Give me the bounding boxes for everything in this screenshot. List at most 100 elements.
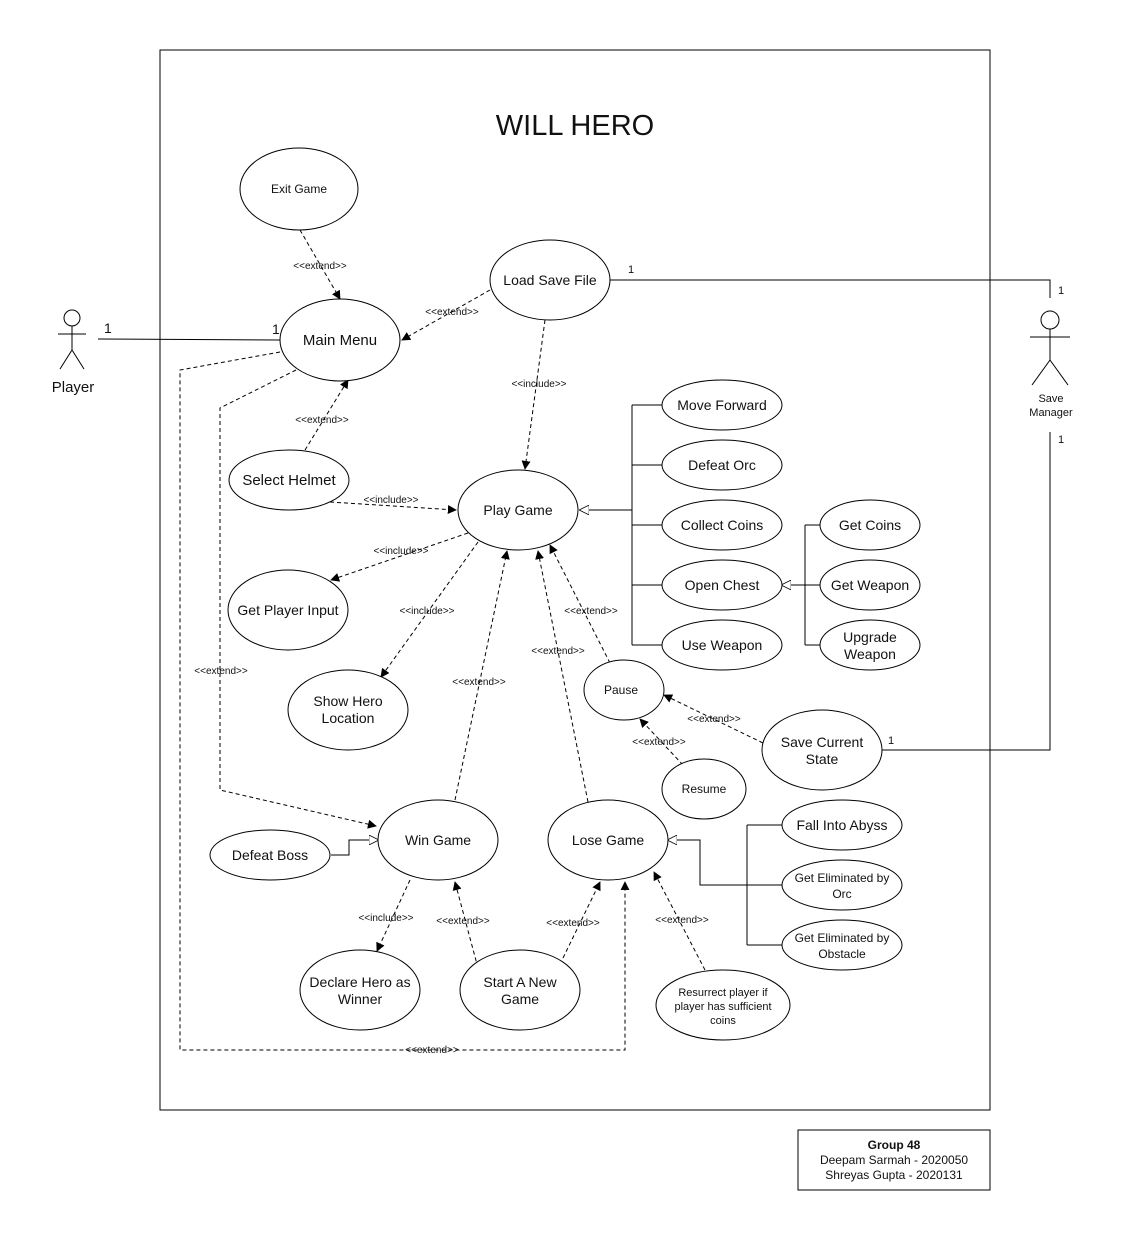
use-case-select-helmet[interactable]: Select Helmet — [228, 449, 350, 511]
label-include-declare: <<include>> — [358, 913, 413, 924]
lose-game-generalization — [668, 824, 782, 946]
use-case-fall-into-abyss[interactable]: Fall Into Abyss — [781, 799, 903, 851]
mult-load-save: 1 — [628, 264, 634, 276]
use-case-get-weapon[interactable]: Get Weapon — [819, 559, 921, 611]
svg-text:Winner: Winner — [338, 991, 383, 1007]
use-case-get-coins[interactable]: Get Coins — [819, 499, 921, 551]
use-case-move-forward[interactable]: Move Forward — [661, 379, 783, 431]
label-extend-resurrect: <<extend>> — [655, 915, 709, 926]
rel-resurrect-lose — [653, 871, 706, 971]
save-manager-actor[interactable]: Save Manager — [1029, 310, 1073, 419]
use-case-open-chest[interactable]: Open Chest — [661, 559, 783, 611]
use-case-eliminated-by-orc[interactable]: Get Eliminated by Orc — [781, 859, 903, 911]
label-extend-resume: <<extend>> — [632, 737, 686, 748]
use-case-resurrect-player[interactable]: Resurrect player if player has sufficien… — [655, 969, 791, 1041]
mult-save-manager-bottom: 1 — [1058, 434, 1064, 446]
label-extend-newgame-win: <<extend>> — [436, 916, 490, 927]
group-info-box: Group 48 Deepam Sarmah - 2020050 Shreyas… — [797, 1129, 991, 1191]
svg-text:player has sufficient: player has sufficient — [674, 1001, 771, 1013]
rel-load-play — [521, 319, 546, 470]
use-case-play-game[interactable]: Play Game — [457, 469, 579, 551]
use-case-save-current-state[interactable]: Save Current State — [761, 709, 883, 791]
label-extend-lose: <<extend>> — [531, 646, 585, 657]
svg-text:Defeat Orc: Defeat Orc — [688, 457, 756, 473]
svg-text:Get Weapon: Get Weapon — [831, 577, 909, 593]
use-case-load-save-file[interactable]: Load Save File — [489, 239, 611, 321]
mult-save-state: 1 — [888, 735, 894, 747]
svg-text:Play Game: Play Game — [483, 502, 552, 518]
system-boundary — [159, 49, 991, 1111]
svg-text:Collect Coins: Collect Coins — [681, 517, 763, 533]
play-game-generalization — [580, 404, 662, 646]
use-case-start-new-game[interactable]: Start A New Game — [459, 949, 581, 1031]
svg-text:Location: Location — [322, 710, 375, 726]
use-case-defeat-orc[interactable]: Defeat Orc — [661, 439, 783, 491]
svg-text:Upgrade: Upgrade — [843, 629, 897, 645]
use-case-pause[interactable]: Pause — [583, 659, 665, 721]
player-actor[interactable]: Player — [52, 309, 95, 396]
label-extend-load: <<extend>> — [425, 307, 479, 318]
label-extend-win: <<extend>> — [452, 677, 506, 688]
use-case-declare-hero-winner[interactable]: Declare Hero as Winner — [299, 949, 421, 1031]
label-include-input: <<include>> — [373, 546, 428, 557]
save-manager-label-2: Manager — [1029, 407, 1073, 419]
label-include-helmet: <<include>> — [363, 495, 418, 506]
player-association — [97, 338, 281, 341]
rel-pause-play — [549, 544, 611, 664]
system-title: WILL HERO — [496, 110, 654, 142]
rel-load-main — [401, 289, 491, 341]
rel-win-declare — [376, 879, 411, 952]
win-game-generalization — [331, 840, 378, 856]
label-include-load: <<include>> — [511, 379, 566, 390]
group-name: Group 48 — [868, 1138, 921, 1152]
use-case-eliminated-by-obstacle[interactable]: Get Eliminated by Obstacle — [781, 919, 903, 971]
use-case-resume[interactable]: Resume — [661, 758, 747, 820]
rel-newgame-lose — [562, 881, 601, 959]
rel-play-input — [330, 532, 469, 582]
use-case-main-menu[interactable]: Main Menu — [279, 298, 401, 382]
svg-text:Defeat Boss: Defeat Boss — [232, 847, 308, 863]
svg-text:Weapon: Weapon — [844, 646, 896, 662]
use-case-exit-game[interactable]: Exit Game — [239, 147, 359, 231]
svg-text:Show Hero: Show Hero — [313, 693, 382, 709]
svg-text:Select Helmet: Select Helmet — [242, 472, 336, 489]
svg-text:Load Save File: Load Save File — [503, 272, 597, 288]
mult-save-manager-top: 1 — [1058, 285, 1064, 297]
svg-text:Save Current: Save Current — [781, 734, 864, 750]
svg-text:Open Chest: Open Chest — [685, 577, 760, 593]
svg-text:Win Game: Win Game — [405, 832, 471, 848]
svg-text:Move Forward: Move Forward — [677, 397, 766, 413]
rel-save-pause — [663, 694, 764, 744]
label-extend-main-win: <<extend>> — [194, 666, 248, 677]
use-case-use-weapon[interactable]: Use Weapon — [661, 619, 783, 671]
label-extend-newgame-lose: <<extend>> — [546, 918, 600, 929]
svg-text:Start A New: Start A New — [483, 974, 557, 990]
svg-text:Orc: Orc — [832, 887, 851, 901]
save-manager-label-1: Save — [1038, 393, 1063, 405]
svg-text:Get Coins: Get Coins — [839, 517, 901, 533]
rel-main-win — [219, 369, 377, 829]
use-case-show-hero-location[interactable]: Show Hero Location — [287, 669, 409, 751]
svg-text:Lose Game: Lose Game — [572, 832, 645, 848]
rel-newgame-win — [452, 881, 479, 969]
svg-text:Get Player Input: Get Player Input — [237, 602, 338, 618]
rel-main-lose — [179, 351, 630, 1051]
svg-text:Fall Into Abyss: Fall Into Abyss — [796, 817, 887, 833]
svg-text:coins: coins — [710, 1015, 736, 1027]
svg-text:Resurrect player if: Resurrect player if — [678, 987, 768, 999]
use-case-collect-coins[interactable]: Collect Coins — [661, 499, 783, 551]
save-state-association — [882, 432, 1051, 751]
use-case-upgrade-weapon[interactable]: Upgrade Weapon — [819, 619, 921, 671]
use-case-lose-game[interactable]: Lose Game — [547, 799, 669, 881]
svg-text:Use Weapon: Use Weapon — [682, 637, 763, 653]
group-member-2: Shreyas Gupta - 2020131 — [825, 1168, 963, 1182]
mult-player: 1 — [104, 320, 112, 336]
use-case-get-player-input[interactable]: Get Player Input — [227, 569, 349, 651]
label-extend-pause: <<extend>> — [564, 606, 618, 617]
svg-text:Get Eliminated by: Get Eliminated by — [795, 931, 890, 945]
svg-text:Declare Hero as: Declare Hero as — [309, 974, 410, 990]
svg-text:Get Eliminated by: Get Eliminated by — [795, 871, 890, 885]
use-case-win-game[interactable]: Win Game — [377, 799, 499, 881]
use-case-defeat-boss[interactable]: Defeat Boss — [209, 829, 331, 881]
svg-text:Main Menu: Main Menu — [303, 332, 377, 349]
